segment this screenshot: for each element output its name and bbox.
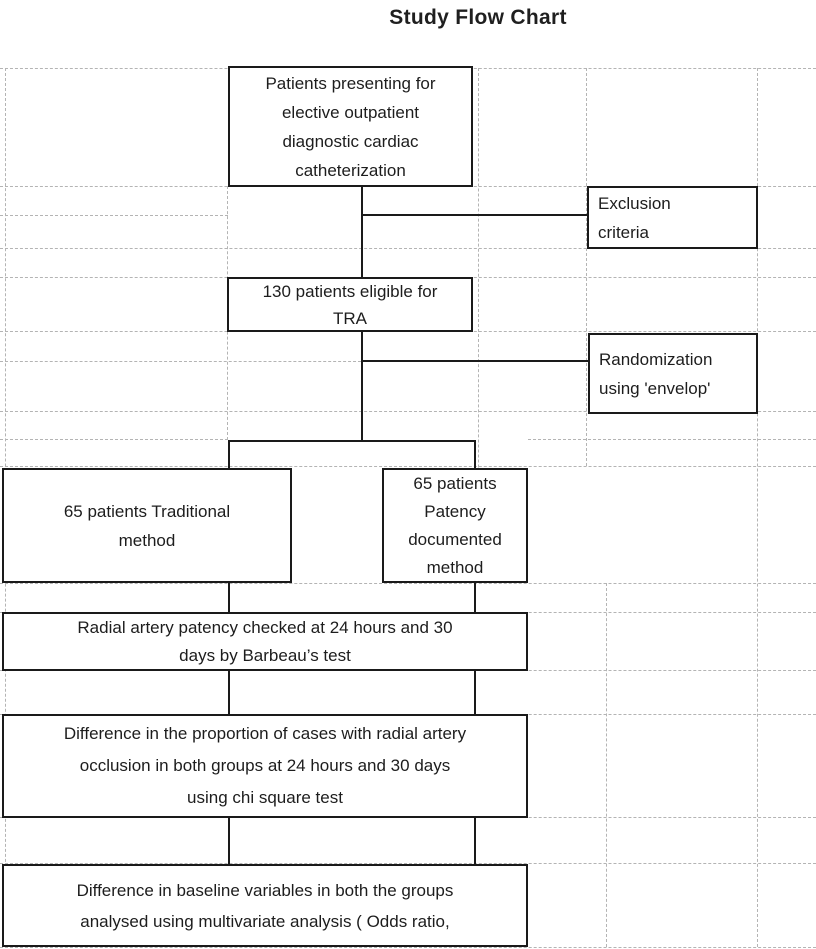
grid-line-h (0, 361, 361, 362)
grid-line-h (0, 215, 228, 216)
node-chi-square-analysis: Difference in the proportion of cases wi… (2, 714, 528, 818)
node-text-line: method (118, 530, 176, 550)
node-text-line: Patency (424, 501, 486, 521)
node-text-line: documented (408, 529, 502, 549)
node-traditional-method: 65 patients Traditional method (2, 468, 292, 583)
node-text-line: Difference in baseline variables in both… (76, 880, 454, 900)
node-patency-documented-method: 65 patients Patency documented method (382, 468, 528, 583)
node-text-line: Patients presenting for (265, 73, 436, 93)
connector-split-bar (228, 440, 476, 442)
node-text-line: 65 patients (413, 473, 497, 493)
node-text-line: method (426, 557, 484, 577)
node-baseline-multivariate-analysis: Difference in baseline variables in both… (2, 864, 528, 947)
grid-line-h (0, 411, 816, 412)
connector-to-randomization (361, 360, 589, 362)
node-text-line: using 'envelop' (599, 378, 711, 398)
node-text-line: Randomization (599, 349, 713, 369)
node-text-line: using chi square test (187, 788, 343, 807)
grid-line-v (606, 583, 607, 947)
grid-line-h (0, 863, 816, 864)
connector-patients-to-eligible (361, 186, 363, 278)
connector-patency-to-radial (474, 582, 476, 614)
node-randomization: Randomization using 'envelop' (588, 333, 758, 414)
connector-to-exclusion (361, 214, 588, 216)
node-text-line: criteria (598, 222, 650, 242)
node-text-line: catheterization (295, 160, 406, 180)
node-eligible-for-tra: 130 patients eligible for TRA (227, 277, 473, 332)
node-exclusion-criteria: Exclusion criteria (587, 186, 758, 249)
node-radial-patency-check: Radial artery patency checked at 24 hour… (2, 612, 528, 671)
node-text-line: Difference in the proportion of cases wi… (63, 724, 467, 743)
grid-line-v (478, 68, 479, 583)
node-text-line: TRA (333, 308, 367, 328)
node-patients-presenting: Patients presenting for elective outpati… (228, 66, 473, 187)
connector-drop-left (228, 440, 230, 470)
connector-eligible-to-split (361, 330, 363, 442)
node-text-line: 65 patients Traditional (63, 501, 231, 521)
grid-line-v (757, 68, 758, 947)
page-title: Study Flow Chart (389, 6, 567, 29)
grid-line-v (586, 68, 587, 466)
node-text-line: elective outpatient (281, 102, 420, 122)
node-text-line: 130 patients eligible for (262, 281, 438, 301)
node-text-line: Radial artery patency checked at 24 hour… (77, 617, 453, 637)
connector-trad-to-radial (228, 582, 230, 614)
grid-line-h (0, 439, 228, 440)
node-text-line: days by Barbeau’s test (179, 645, 351, 665)
connector-radial-to-chi-left (228, 669, 230, 716)
grid-line-h (0, 583, 816, 584)
node-text-line: analysed using multivariate analysis ( O… (80, 911, 450, 931)
node-text-line: diagnostic cardiac (282, 131, 419, 151)
connector-chi-to-baseline-left (228, 816, 230, 866)
grid-line-h (0, 947, 816, 948)
connector-drop-right (474, 440, 476, 470)
grid-line-h (0, 466, 816, 467)
grid-line-h (528, 439, 816, 440)
node-text-line: Exclusion (598, 193, 671, 213)
node-text-line: occlusion in both groups at 24 hours and… (79, 756, 451, 775)
grid-line-h (0, 248, 816, 249)
connector-radial-to-chi-right (474, 669, 476, 716)
connector-chi-to-baseline-right (474, 816, 476, 866)
